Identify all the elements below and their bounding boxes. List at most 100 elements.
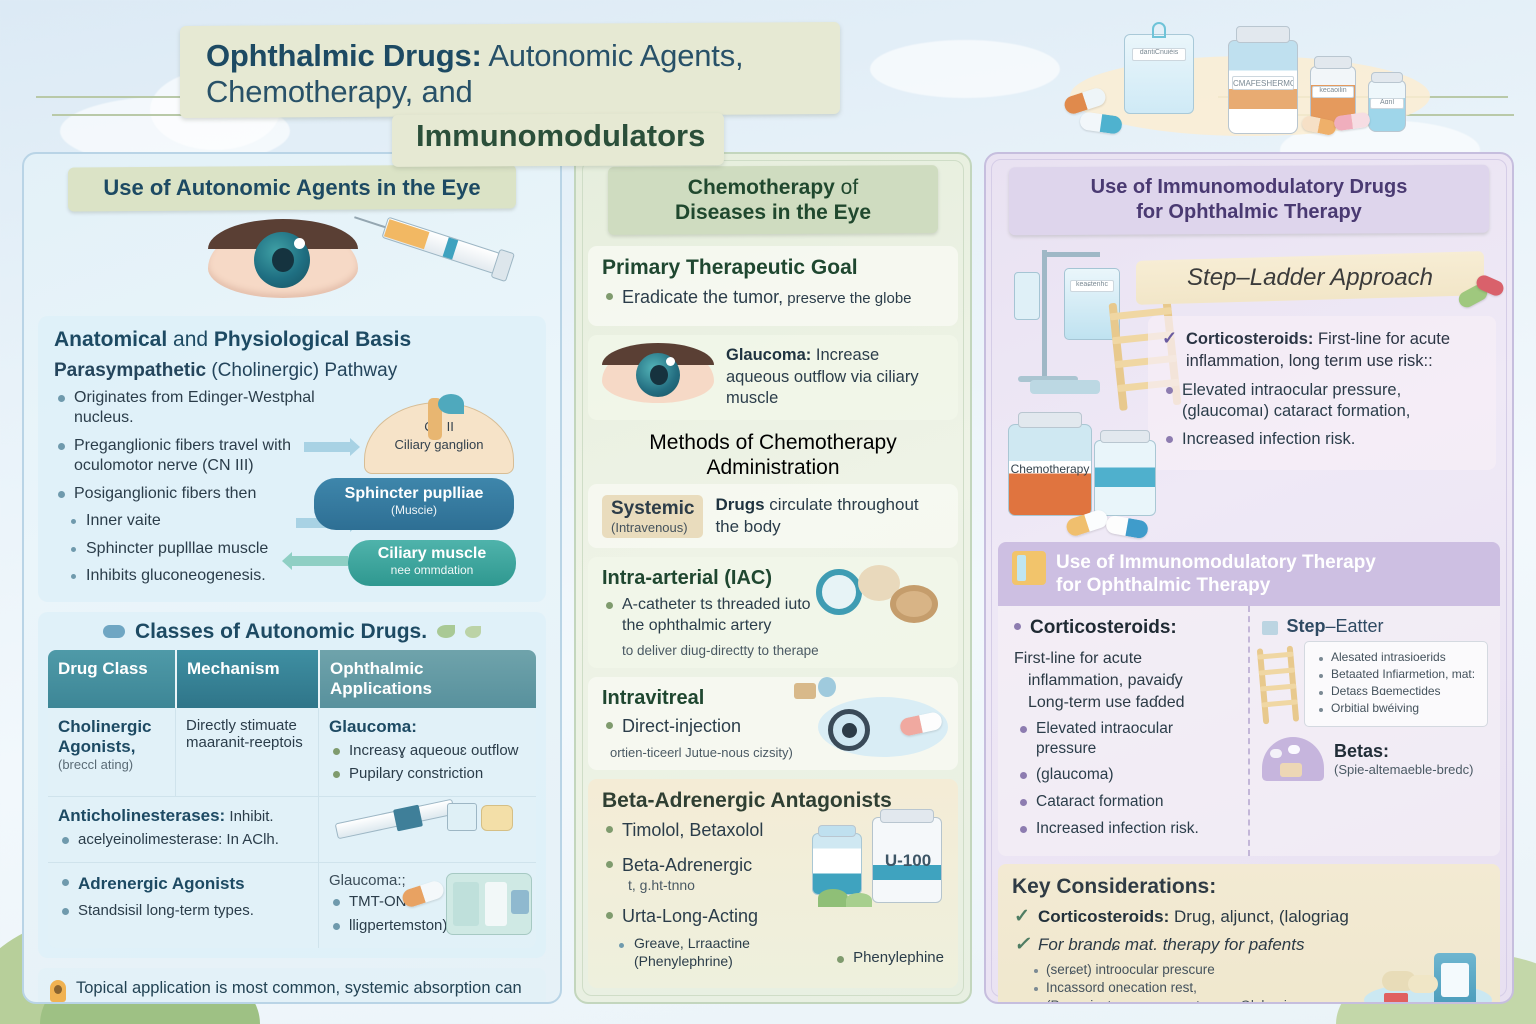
panel-chemotherapy-inner-border bbox=[582, 160, 964, 996]
device-icon bbox=[446, 873, 532, 936]
panel-header-autonomic: Use of Autonomic Agents in the Eye bbox=[68, 164, 516, 212]
list-item: Alesated intrasioerids bbox=[1315, 650, 1477, 664]
chemo-bold: Chemotherapy bbox=[687, 176, 835, 199]
list-item: Pupilary constriction bbox=[329, 764, 526, 783]
image-icon bbox=[1262, 621, 1278, 636]
card-anatomical-basis: Anatomical and Physiological Basis Paras… bbox=[38, 316, 546, 602]
list-item: Orbitial bwéiving bbox=[1315, 701, 1477, 715]
immuno-therapy-header: Use of Immunomodulatory Therapy for Opht… bbox=[998, 542, 1500, 607]
panel-header-immunomodulators: Use of Immunomodulatory Drugs for Ophtha… bbox=[1009, 164, 1489, 236]
methods-heading-line2: Administration bbox=[706, 455, 840, 479]
ladder-icon bbox=[1256, 645, 1300, 725]
list-item: acelyeinolimesterase: In AClh. bbox=[58, 830, 308, 849]
card-systemic: Systemic (Intravenous) Drugs circulate t… bbox=[588, 484, 958, 549]
table-cell-adrenergic-applications: Glaucoma:; TMT-ON lligpertemston) bbox=[318, 863, 536, 948]
page-title: Ophthalmic Drugs: Autonomic Agents, Chem… bbox=[180, 21, 840, 167]
syringe-icon bbox=[351, 207, 529, 284]
cortico-line-3: Long-term use faɗded bbox=[1028, 694, 1185, 712]
lightbulb-icon bbox=[50, 979, 66, 1002]
parasympathetic-reg: (Cholinergic) Pathway bbox=[206, 360, 398, 381]
key-considerations-heading: Key Considerations: bbox=[1012, 874, 1217, 898]
ciliary-muscle-label-line1: Ciliary muscle bbox=[377, 545, 487, 562]
beta-bullet-label: Beta-Adrenergic bbox=[622, 855, 753, 876]
chemo-reg: of bbox=[834, 176, 859, 199]
list-item: Betaated Infiarmetion, mat: bbox=[1315, 667, 1477, 681]
sphincter-label-line2: (Muscie) bbox=[390, 503, 437, 517]
parasympathetic-bold: Parasympathetic bbox=[54, 360, 207, 381]
step-title-bold: Step bbox=[1286, 616, 1326, 637]
list-item: Posiganglionic fibers then bbox=[54, 484, 364, 504]
intravitreal-illustration bbox=[794, 677, 948, 763]
drug-class-name: Adrenergic Agonists bbox=[78, 874, 245, 894]
panel-header-chemo-line1: Chemotherapy of bbox=[626, 175, 920, 200]
list-item: Timolol, Betaxolol bbox=[602, 819, 822, 842]
list-item: (glaucoma) bbox=[1016, 765, 1236, 785]
pharma-illustration: dantiCnuiéis CMAFESHERMOID kecaoilin Aɑn… bbox=[1040, 14, 1470, 140]
corticosteroids-line: ✓ Corticosteroids: First-line for acute … bbox=[1162, 328, 1482, 372]
capsule-icon bbox=[1062, 85, 1108, 117]
ciliary-muscle-node: Ciliary muscle nee ommdation bbox=[348, 540, 516, 586]
key-item-rest: For brandɕ mat. therapy for pafents bbox=[1038, 935, 1305, 955]
bottle-icon-chemo bbox=[1008, 424, 1092, 516]
intravitreal-heading: Intravitreal bbox=[602, 687, 705, 710]
pills-pile-icon bbox=[1262, 737, 1324, 782]
list-item: Increasɣ aqueouɛ outflow bbox=[329, 741, 526, 760]
card-primary-goal: Primary Therapeutic Goal Eradicate the t… bbox=[588, 246, 958, 327]
autonomic-drugs-table: Drug Class Mechanism Ophthalmic Applicat… bbox=[48, 649, 536, 948]
list-item: Increased infection risk. bbox=[1016, 819, 1236, 839]
intravitreal-note: ortien-ticeerl Jutue-nous cizsity) bbox=[610, 745, 793, 761]
cloud-shape bbox=[870, 40, 1060, 98]
table-cell-adrenergic: Adrenergic Agonists Standsisil long-term… bbox=[48, 863, 318, 947]
beta-bottles-illustration: U-100 bbox=[812, 809, 952, 908]
corticosteroids-bold: Corticosteroids: bbox=[1186, 330, 1314, 348]
panel-chemotherapy: Chemotherapy of Diseases in the Eye Prim… bbox=[574, 152, 972, 1004]
step-ladder-title-label: Step–Ladder Approach bbox=[1187, 264, 1433, 291]
eye-syringe-illustration bbox=[38, 214, 546, 310]
step-eatter-title: Step–Eatter bbox=[1262, 616, 1488, 637]
systemic-label: Systemic bbox=[611, 497, 695, 519]
drug-class-note: (breccl ating) bbox=[58, 756, 134, 772]
parasympathetic-pathway-diagram: CN II Ciliary ganglion Sphincter pupllia… bbox=[282, 394, 520, 594]
list-item: Detaɛs Bɑemectides bbox=[1315, 684, 1477, 698]
corticosteroids-title: Corticosteroids: bbox=[1030, 617, 1177, 639]
panel-immunomodulators: Use of Immunomodulatory Drugs for Ophtha… bbox=[984, 152, 1514, 1004]
bottle-label-u100: U-100 bbox=[884, 851, 932, 871]
list-item: Elevated intraocular pressure bbox=[1016, 719, 1236, 759]
list-item: TMT-ON bbox=[329, 892, 439, 911]
bottle-icon-secondary bbox=[1094, 440, 1156, 516]
application-title: Glaucoma: bbox=[329, 716, 417, 736]
systemic-chip: Systemic (Intravenous) bbox=[602, 494, 704, 538]
immuno-therapy-header-line1: Use of Immunomodulatory Therapy bbox=[1056, 552, 1376, 573]
goal-bullet-bold: Eradicate the tumor, bbox=[622, 287, 784, 308]
footnote-topical-application: Topical application is most common, syst… bbox=[38, 967, 546, 1002]
betas-sublabel: (Spie-altemaeble-bredc) bbox=[1334, 762, 1474, 778]
systemic-desc-bold: Drugs bbox=[715, 495, 765, 515]
bottle-icon-u100 bbox=[872, 817, 942, 904]
capsule-icon bbox=[1104, 514, 1150, 540]
drug-class-note: Inhibit. bbox=[225, 808, 274, 826]
title-band-secondary: Immunomodulators bbox=[392, 113, 724, 167]
iac-illustration bbox=[816, 565, 946, 631]
list-item: Direct-injection bbox=[602, 715, 802, 738]
table-cell-anticholinesterases-art bbox=[318, 797, 536, 863]
list-item: Incassord onecation rest, bbox=[1030, 980, 1486, 995]
glaucoma-rest: Increase aqueous outflow via ciliary mus… bbox=[726, 346, 919, 408]
list-item: Inhibits gluconeogenesis. bbox=[68, 566, 364, 586]
ultra-sub-label: Greave, Lrraactine bbox=[634, 935, 750, 952]
sphincter-label-line1: Sphincter puplliae bbox=[344, 485, 484, 502]
check-icon: ✓ bbox=[1162, 328, 1178, 348]
immuno-right-column: Step–Eatter Alesated intrasioerids Betaa… bbox=[1248, 606, 1500, 856]
card-corticosteroids-risks: ✓ Corticosteroids: First-line for acute … bbox=[1148, 316, 1496, 470]
beta-heading: Beta-Adrenergic Antagonists bbox=[602, 789, 892, 813]
table-row: Cholinergic Agonists, (breccl ating) Dir… bbox=[48, 707, 536, 798]
iac-heading: Intra-arterial (IAC) bbox=[602, 567, 773, 590]
card-beta-antagonists: Beta-Adrenergic Antagonists Timolol, Bet… bbox=[588, 779, 958, 989]
methods-heading: Methods of Chemotherapy Administration bbox=[588, 430, 958, 480]
glaucoma-text: Glaucoma: Increase aqueous outflow via c… bbox=[726, 345, 944, 409]
ultra-long-acting-label: Urta-Long-Acting bbox=[622, 906, 759, 927]
card-key-considerations: Key Considerations: Corticosteroids: Dru… bbox=[998, 863, 1500, 1002]
title-band-primary: Ophthalmic Drugs: Autonomic Agents, Chem… bbox=[180, 21, 840, 118]
key-item-rest: Drug, aljunct, (lalogriag bbox=[1169, 906, 1349, 926]
table-header-drug-class: Drug Class bbox=[48, 649, 175, 708]
corticosteroids-rest: First-line for acute inflammation, long … bbox=[1186, 330, 1451, 371]
